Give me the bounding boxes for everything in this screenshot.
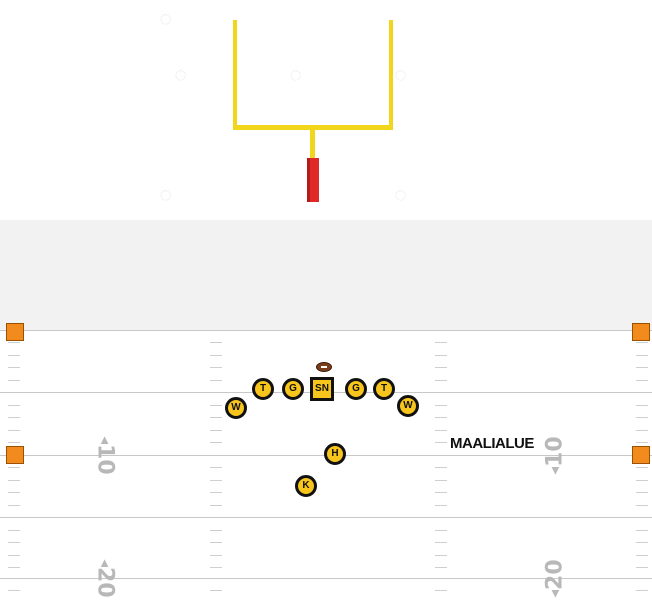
pylon-marker-goal-left — [6, 323, 24, 341]
yard-line-15 — [0, 517, 652, 518]
goalpost-left-upright — [233, 20, 237, 130]
yard-number-20-right: ◀20 — [543, 559, 568, 597]
goal-area-label: MAALIALUE — [450, 435, 534, 452]
hash-marks-left-edge — [8, 330, 20, 604]
player-guard-right[interactable]: G — [345, 378, 367, 400]
yard-number-10-right: ◀10 — [543, 436, 568, 474]
player-tackle-right[interactable]: T — [373, 378, 395, 400]
football-icon[interactable] — [316, 362, 332, 372]
yard-arrow-icon: ◀ — [99, 436, 110, 444]
goalpost-right-upright — [389, 20, 393, 130]
goal-line — [0, 330, 652, 331]
hash-marks-right-inner — [435, 330, 447, 604]
player-holder[interactable]: H — [324, 443, 346, 465]
end-zone — [0, 220, 652, 330]
player-guard-left[interactable]: G — [282, 378, 304, 400]
goalpost-icon — [225, 15, 400, 210]
player-snapper[interactable]: SN — [310, 377, 334, 401]
hash-marks-left-inner — [210, 330, 222, 604]
yard-number-10-left: ◀10 — [93, 436, 118, 474]
player-wing-right[interactable]: W — [397, 395, 419, 417]
pylon-marker-10-left — [6, 446, 24, 464]
yard-number-20-left: ◀20 — [93, 559, 118, 597]
player-kicker[interactable]: K — [295, 475, 317, 497]
yard-arrow-icon: ◀ — [99, 559, 110, 567]
hash-marks-right-edge — [636, 330, 648, 604]
yard-arrow-icon: ◀ — [550, 590, 561, 598]
yard-arrow-icon: ◀ — [550, 467, 561, 475]
pylon-marker-10-right — [632, 446, 650, 464]
pylon-marker-goal-right — [632, 323, 650, 341]
watermark: ◯ — [160, 190, 171, 201]
goalpost-neck — [310, 128, 315, 160]
player-wing-left[interactable]: W — [225, 397, 247, 419]
watermark: ◯ — [175, 70, 186, 81]
watermark: ◯ — [160, 14, 171, 25]
player-tackle-left[interactable]: T — [252, 378, 274, 400]
